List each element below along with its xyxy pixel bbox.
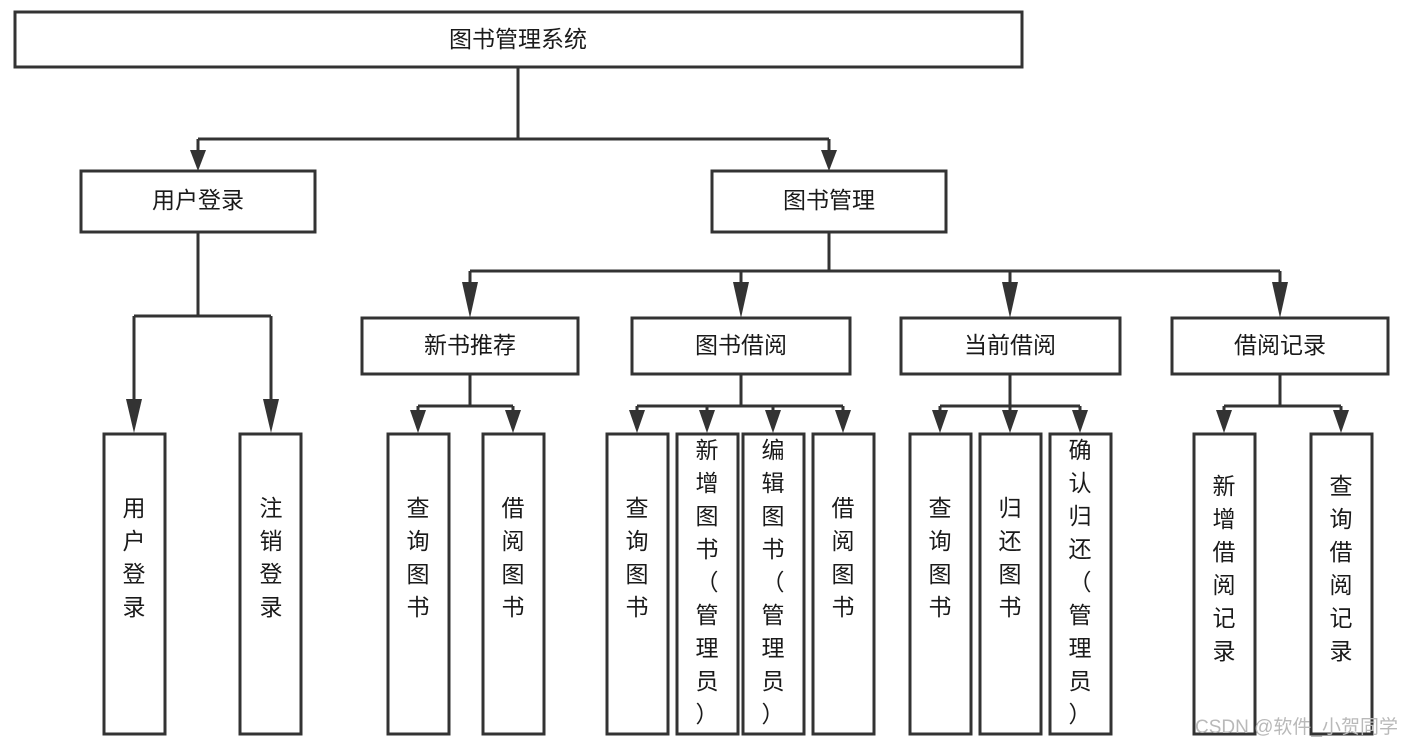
arrow-head-leaf-return-book [1002,410,1018,433]
node-leaf-query-book-1-box[interactable] [386,432,451,736]
arrow-head-leaf-confirm-return [1072,410,1088,433]
arrow-head-leaf-query-record [1333,410,1349,433]
connector-group-new-book-recommend [410,374,521,433]
arrow-head-leaf-edit-book [765,410,781,433]
arrow-head-leaf-user-login [126,399,142,433]
node-leaf-query-record-label: 查询借阅记录 [1330,473,1353,664]
node-book-borrow[interactable]: 图书借阅 [630,316,852,376]
arrow-head-user-login [190,150,206,171]
node-leaf-add-record[interactable]: 新增借阅记录 [1192,432,1257,736]
node-leaf-return-book-label: 归还图书 [999,495,1022,620]
node-leaf-query-book-3-box[interactable] [908,432,973,736]
node-current-borrow-label: 当前借阅 [964,332,1056,358]
node-leaf-return-book-box[interactable] [978,432,1043,736]
arrow-head-new-book-recommend [462,282,478,318]
connector-group-current-borrow [932,374,1088,433]
connector-group-book-manage [462,232,1288,318]
node-leaf-logout-login[interactable]: 注销登录 [238,432,303,736]
node-leaf-user-login-box[interactable] [102,432,167,736]
node-leaf-query-book-3[interactable]: 查询图书 [908,432,973,736]
node-leaf-query-book-1-label: 查询图书 [407,495,430,620]
arrow-head-leaf-logout-login [263,399,279,433]
arrow-head-leaf-add-record [1216,410,1232,433]
node-leaf-borrow-book-2-label: 借阅图书 [832,495,855,620]
node-book-borrow-box[interactable] [630,316,852,376]
arrow-head-leaf-query-book-2 [629,410,645,433]
node-borrow-record-box[interactable] [1170,316,1390,376]
node-leaf-add-book-box[interactable] [675,432,740,736]
node-new-book-recommend-box[interactable] [360,316,580,376]
node-new-book-recommend[interactable]: 新书推荐 [360,316,580,376]
node-book-manage-box[interactable] [710,169,948,234]
node-book-borrow-label: 图书借阅 [695,332,787,358]
connector-group-root [190,67,837,171]
node-leaf-logout-login-label: 注销登录 [260,495,283,620]
node-book-manage[interactable]: 图书管理 [710,169,948,234]
arrow-head-borrow-record [1272,282,1288,318]
node-leaf-query-book-2-label: 查询图书 [626,495,649,620]
node-leaf-query-book-2[interactable]: 查询图书 [605,432,670,736]
node-root-box[interactable] [13,10,1024,69]
node-leaf-add-book[interactable]: 新增图书（管理员） [675,432,740,736]
node-user-login[interactable]: 用户登录 [79,169,317,234]
node-leaf-borrow-book-1-label: 借阅图书 [502,495,525,620]
node-leaf-add-record-box[interactable] [1192,432,1257,736]
arrow-head-current-borrow [1002,282,1018,318]
node-leaf-user-login-label: 用户登录 [123,495,146,620]
arrow-head-leaf-query-book-3 [932,410,948,433]
connector-group-book-borrow [629,374,851,433]
node-leaf-add-book-label: 新增图书（管理员） [696,437,719,727]
connector-group-user-login [126,232,279,433]
node-root-label: 图书管理系统 [449,26,587,52]
csdn-watermark: CSDN @软件_小贺同学 [1195,716,1398,738]
node-leaf-borrow-book-2[interactable]: 借阅图书 [811,432,876,736]
node-leaf-add-record-label: 新增借阅记录 [1213,473,1236,664]
node-leaf-borrow-book-1-box[interactable] [481,432,546,736]
node-root[interactable]: 图书管理系统 [13,10,1024,69]
arrow-head-book-borrow [733,282,749,318]
arrow-head-leaf-query-book-1 [410,410,426,433]
node-leaf-confirm-return-box[interactable] [1048,432,1113,736]
node-leaf-confirm-return[interactable]: 确认归还（管理员） [1048,432,1113,736]
node-borrow-record-label: 借阅记录 [1234,332,1326,358]
arrow-head-leaf-borrow-book-2 [835,410,851,433]
node-current-borrow[interactable]: 当前借阅 [899,316,1122,376]
node-leaf-edit-book[interactable]: 编辑图书（管理员） [741,432,806,736]
node-leaf-query-record-box[interactable] [1309,432,1374,736]
node-leaf-query-book-1[interactable]: 查询图书 [386,432,451,736]
node-new-book-recommend-label: 新书推荐 [424,332,516,358]
node-leaf-borrow-book-1[interactable]: 借阅图书 [481,432,546,736]
node-leaf-edit-book-box[interactable] [741,432,806,736]
node-leaf-query-record[interactable]: 查询借阅记录 [1309,432,1374,736]
connector-group-borrow-record [1216,374,1349,433]
node-leaf-return-book[interactable]: 归还图书 [978,432,1043,736]
node-user-login-label: 用户登录 [152,187,244,213]
node-current-borrow-box[interactable] [899,316,1122,376]
node-leaf-borrow-book-2-box[interactable] [811,432,876,736]
node-leaf-query-book-3-label: 查询图书 [929,495,952,620]
node-leaf-logout-login-box[interactable] [238,432,303,736]
node-borrow-record[interactable]: 借阅记录 [1170,316,1390,376]
arrow-head-leaf-add-book [699,410,715,433]
arrow-head-leaf-borrow-book-1 [505,410,521,433]
node-leaf-edit-book-label: 编辑图书（管理员） [762,437,785,727]
node-leaf-query-book-2-box[interactable] [605,432,670,736]
node-leaf-confirm-return-label: 确认归还（管理员） [1069,437,1092,727]
node-book-manage-label: 图书管理 [783,187,875,213]
arrow-head-book-manage [821,150,837,171]
node-user-login-box[interactable] [79,169,317,234]
node-leaf-user-login[interactable]: 用户登录 [102,432,167,736]
